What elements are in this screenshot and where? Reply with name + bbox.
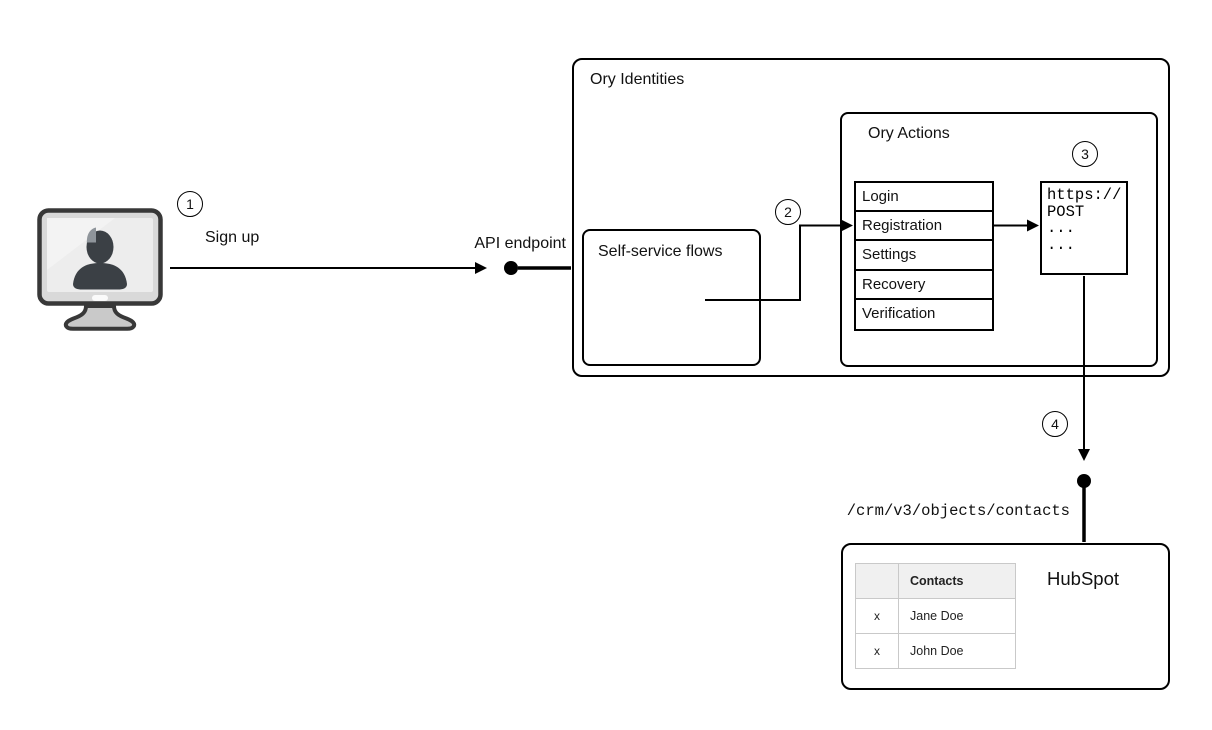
webhook-request-box: https:// POST ... ... [1040,181,1128,275]
contacts-header-row: Contacts [855,563,1016,599]
sign-up-label: Sign up [205,229,260,246]
contact-row-name: Jane Doe [898,598,1016,634]
flow-row-recovery: Recovery [856,271,992,300]
flow-row-settings: Settings [856,241,992,271]
code-line-method: POST [1047,202,1085,221]
crm-path-label: /crm/v3/objects/contacts [846,502,1070,520]
ory-identities-title: Ory Identities [590,71,685,88]
self-service-flows-box: Self-service flows [582,229,761,366]
crm-endpoint-dot-icon [1077,474,1091,488]
table-row: x Jane Doe [855,598,1016,634]
api-endpoint-dot-icon [504,261,518,275]
monitor-stand [63,304,137,331]
step-badge-3: 3 [1072,141,1098,167]
step-badge-4: 4 [1042,411,1068,437]
person-silhouette-icon [73,227,127,290]
step-badge-2: 2 [775,199,801,225]
flow-row-verification: Verification [862,304,936,322]
code-line-ellipsis-1: ... [1047,219,1075,237]
flow-row-registration: Registration [856,212,992,242]
contacts-header-empty [855,563,899,599]
user-computer-icon [37,208,163,331]
self-service-flow-list: Login Registration Settings Recovery Ver… [854,181,994,331]
self-service-flows-title: Self-service flows [598,243,723,260]
monitor-power-notch [92,295,108,301]
table-row: x John Doe [855,633,1016,669]
contact-row-marker: x [855,598,899,634]
hubspot-title: HubSpot [1047,568,1119,589]
contacts-header-label: Contacts [898,563,1016,599]
contact-row-marker: x [855,633,899,669]
code-line-ellipsis-2: ... [1047,235,1075,254]
down-arrowhead-icon [1078,449,1090,461]
hubspot-contacts-table: Contacts x Jane Doe x John Doe [855,563,1016,669]
signup-arrowhead-icon [475,262,487,274]
contact-row-name: John Doe [898,633,1016,669]
flow-row-login: Login [856,183,992,213]
step-badge-1: 1 [177,191,203,217]
api-endpoint-label: API endpoint [474,235,566,252]
code-line-url: https:// [1047,186,1122,204]
ory-actions-title: Ory Actions [868,125,950,142]
